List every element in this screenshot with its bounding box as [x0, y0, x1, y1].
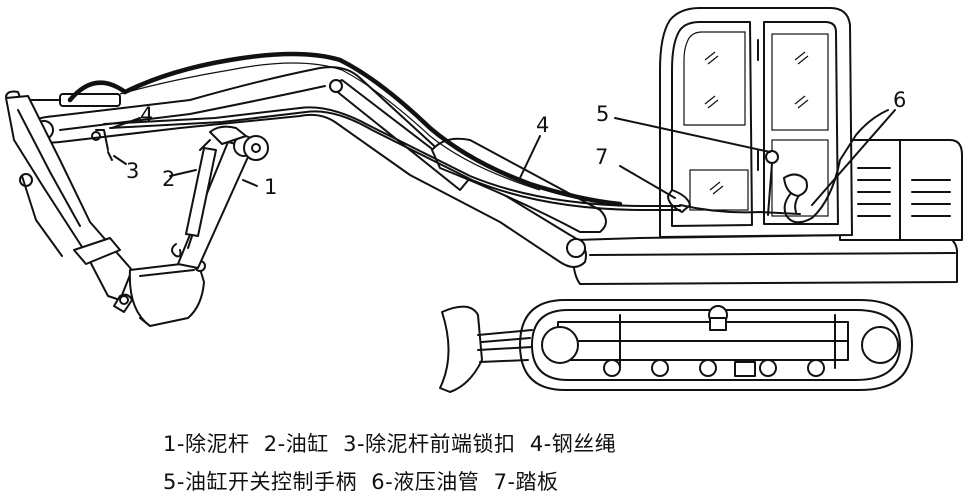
bucket [130, 261, 205, 326]
label-1: 1 [264, 175, 277, 199]
mud-removal-rod [178, 127, 268, 268]
label-7: 7 [595, 145, 608, 169]
label-6: 6 [893, 88, 906, 112]
label-2: 2 [162, 167, 175, 191]
label-4-right: 4 [536, 113, 549, 137]
excavator-diagram: 1 2 3 4 4 5 6 7 [0, 0, 968, 420]
crawler-track [520, 300, 912, 390]
label-3: 3 [126, 159, 139, 183]
label-4-left: 4 [140, 103, 153, 127]
label-5: 5 [596, 102, 609, 126]
legend-line-2: 5-油缸开关控制手柄 6-液压油管 7-踏板 [163, 466, 559, 496]
dozer-blade [440, 307, 532, 392]
legend-line-1: 1-除泥杆 2-油缸 3-除泥杆前端锁扣 4-钢丝绳 [163, 428, 616, 458]
